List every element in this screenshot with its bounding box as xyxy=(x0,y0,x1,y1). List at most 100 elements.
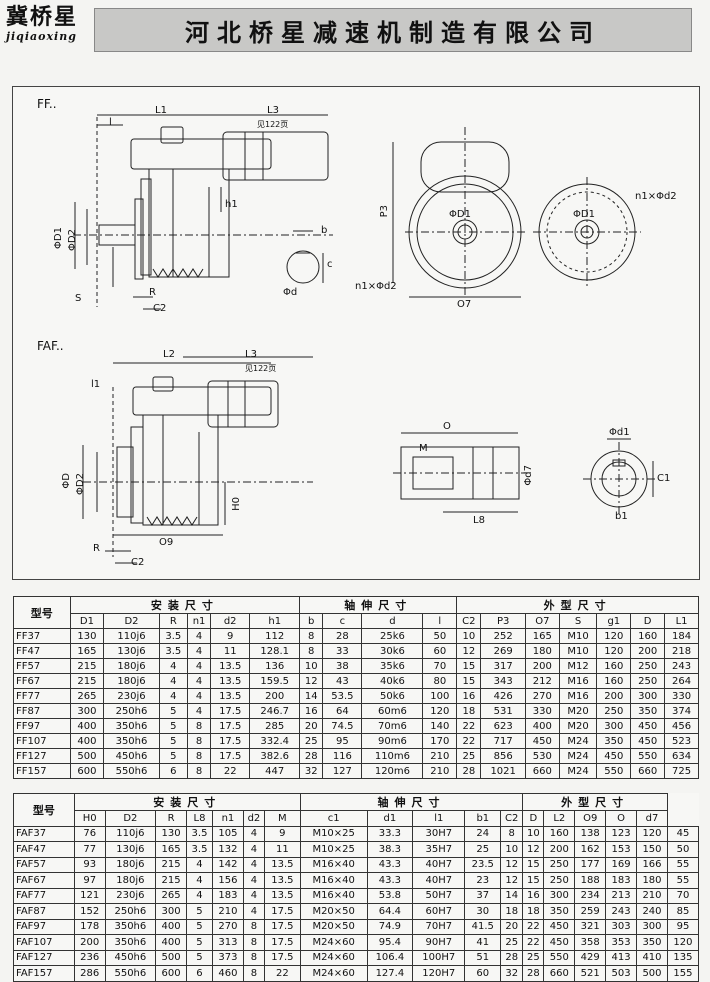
table-cell: 215 xyxy=(69,658,105,674)
column-header: L2 xyxy=(543,810,576,827)
table-cell: 215 xyxy=(155,856,187,873)
table-cell: 300 xyxy=(155,903,187,920)
table-cell: 550h6 xyxy=(103,763,160,779)
dim-d: Φd xyxy=(283,287,298,298)
table-cell: 110j6 xyxy=(104,825,157,842)
model-name-cell: FF157 xyxy=(13,763,71,779)
col-type: 型号 xyxy=(13,793,75,827)
table-cell: 5 xyxy=(158,703,189,719)
column-header: D xyxy=(522,810,545,827)
table-cell: 450h6 xyxy=(103,748,160,764)
table-cell: 350 xyxy=(636,934,668,951)
table-cell: 3.5 xyxy=(158,628,189,644)
table-cell: 93 xyxy=(73,856,106,873)
dim-p3: P3 xyxy=(379,205,390,218)
table-cell: 215 xyxy=(69,673,105,689)
group-shaft: 轴伸尺寸 xyxy=(299,793,524,811)
col-type: 型号 xyxy=(13,596,71,629)
table-cell: M12 xyxy=(558,658,598,674)
table-cell: 120m6 xyxy=(361,763,424,779)
table-cell: 17.5 xyxy=(263,934,301,951)
table-cell: 450 xyxy=(630,718,666,734)
table-cell: 623 xyxy=(480,718,526,734)
table-cell: 22 xyxy=(522,918,545,935)
dim-m: M xyxy=(419,443,428,454)
table-cell: 250 xyxy=(543,856,576,873)
table-cell: 265 xyxy=(155,887,187,904)
table-cell: 25k6 xyxy=(361,628,424,644)
table-cell: 45 xyxy=(666,825,700,842)
table-cell: 200 xyxy=(524,658,560,674)
page-title: 河北桥星减速机制造有限公司 xyxy=(185,17,601,47)
table-cell: 15 xyxy=(522,872,545,889)
table-cell: 550 xyxy=(543,949,576,966)
table-cell: 12 xyxy=(522,841,545,858)
table-cell: 212 xyxy=(524,673,560,689)
table-cell: 28 xyxy=(299,748,324,764)
see-page-note: 见122页 xyxy=(257,120,289,129)
table-cell: 64.4 xyxy=(366,903,414,920)
table-cell: 350h6 xyxy=(103,733,160,749)
table-cell: 5 xyxy=(158,733,189,749)
table-cell: 250 xyxy=(596,703,632,719)
group-outline: 外型尺寸 xyxy=(456,596,699,614)
table-cell: 25 xyxy=(464,841,502,858)
table-cell: 4 xyxy=(185,872,213,889)
table-cell: 23 xyxy=(464,872,502,889)
table-cell: 50k6 xyxy=(361,688,424,704)
model-name-cell: FAF127 xyxy=(13,949,75,966)
table-cell: 265 xyxy=(69,688,105,704)
table-cell: 500 xyxy=(69,748,105,764)
table-cell: 127 xyxy=(322,763,363,779)
table-cell: 350h6 xyxy=(104,934,157,951)
table-cell: M24 xyxy=(558,748,598,764)
table-cell: M20 xyxy=(558,718,598,734)
column-header: O9 xyxy=(574,810,607,827)
table-cell: 55 xyxy=(666,856,700,873)
table-cell: 120 xyxy=(666,934,700,951)
table-cell: 4 xyxy=(158,658,189,674)
table-cell: 550h6 xyxy=(104,965,157,982)
table-cell: 132 xyxy=(211,841,244,858)
table-cell: 127.4 xyxy=(366,965,414,982)
column-header: c1 xyxy=(299,810,368,827)
table-cell: 200 xyxy=(543,841,576,858)
dim-l1: L1 xyxy=(155,105,167,116)
column-header: H0 xyxy=(73,810,106,827)
table-cell: 600 xyxy=(155,965,187,982)
table-cell: 230j6 xyxy=(104,887,157,904)
table-cell: 503 xyxy=(605,965,638,982)
table-cell: 17.5 xyxy=(210,733,251,749)
table-cell: 100 xyxy=(422,688,458,704)
table-cell: 300 xyxy=(596,718,632,734)
dim-r: R xyxy=(149,287,156,298)
column-header: D2 xyxy=(103,613,160,629)
table-cell: 20 xyxy=(299,718,324,734)
table-cell: 269 xyxy=(480,643,526,659)
table-cell: 38 xyxy=(322,658,363,674)
table-cell: 130 xyxy=(69,628,105,644)
model-name-cell: FF37 xyxy=(13,628,71,644)
table-cell: 120H7 xyxy=(412,965,466,982)
title-banner: 河北桥星减速机制造有限公司 xyxy=(94,8,692,52)
model-name-cell: FF107 xyxy=(13,733,71,749)
table-cell: 64 xyxy=(322,703,363,719)
table-cell: M10×25 xyxy=(299,825,368,842)
table-cell: 28 xyxy=(522,965,545,982)
table-cell: 3.5 xyxy=(185,841,213,858)
table-cell: 95 xyxy=(322,733,363,749)
table-cell: 450 xyxy=(596,748,632,764)
table-cell: 8 xyxy=(187,763,212,779)
table-cell: 215 xyxy=(155,872,187,889)
table-cell: 40k6 xyxy=(361,673,424,689)
table-cell: 300 xyxy=(630,688,666,704)
column-header: L1 xyxy=(664,613,699,629)
table-cell: 400 xyxy=(69,718,105,734)
logo-chinese: 冀桥星 xyxy=(6,4,79,30)
table-cell: 634 xyxy=(664,748,699,764)
column-header: C2 xyxy=(500,810,524,827)
